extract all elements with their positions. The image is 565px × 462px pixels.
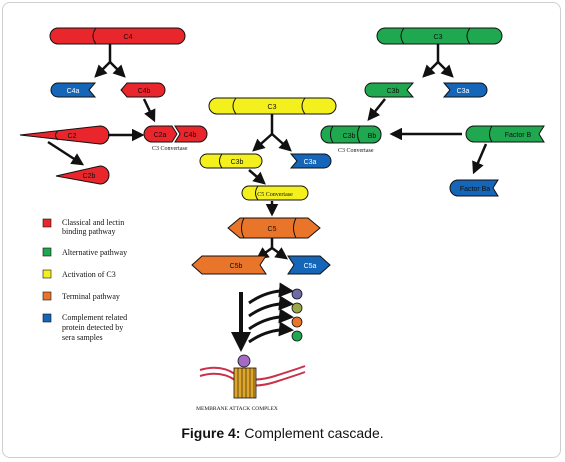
c5-fork-arrow <box>255 238 289 260</box>
c6-molecule <box>291 288 303 300</box>
legend-item-terminal: Terminal pathway <box>42 291 120 301</box>
legend-item-classical: Classical and lectin binding pathway <box>42 218 124 236</box>
legend: Classical and lectin binding pathway Alt… <box>42 218 127 342</box>
legend-label-alternative: Alternative pathway <box>62 248 127 257</box>
c5b-node: C5b <box>191 255 267 275</box>
factor-b-to-ba-arrow <box>472 143 488 175</box>
legend-label-related: Complement related <box>62 313 127 322</box>
c3b-right-label: C3b <box>387 88 400 95</box>
c2-label: C2 <box>68 133 77 140</box>
legend-label-classical: Classical and lectin <box>62 218 124 227</box>
c5-node: C5 <box>227 217 321 239</box>
factor-b-label: Factor B <box>505 132 532 139</box>
c3b-center-label: C3b <box>231 159 244 166</box>
c7-molecule <box>291 302 303 314</box>
c3-center-fork-arrow <box>252 114 292 152</box>
c4a-label: C4a <box>67 88 80 95</box>
c2-to-c2b-arrow <box>47 140 85 166</box>
c4-label: C4 <box>124 34 133 41</box>
c3a-right-label: C3a <box>457 88 470 95</box>
c5a-node: C5a <box>287 255 331 275</box>
c8-molecule <box>291 316 303 328</box>
legend-label-related-3: sera samples <box>62 333 103 342</box>
c3-convertase-left-label: C3 Convertase <box>152 146 188 152</box>
terminal-arcs <box>248 282 294 344</box>
c9-molecule <box>291 330 303 342</box>
c4b-label: C4b <box>138 88 151 95</box>
c3-convertase-right-label: C3 Convertase <box>338 148 374 154</box>
mac-label: MEMBRANE ATTACK COMPLEX <box>196 406 278 412</box>
c3-center-node: C3 <box>208 97 337 115</box>
c3-top-node: C3 <box>376 27 503 45</box>
c2b-node: C2b <box>55 165 110 185</box>
c3-convertase-alternative: C3b Bb C3 Convertase <box>320 125 382 154</box>
c4b-to-convertase-arrow <box>142 98 156 123</box>
c2a-label: C2a <box>154 132 167 139</box>
c5-label: C5 <box>268 226 277 233</box>
bb-label: Bb <box>368 133 377 140</box>
c5-convertase-label: C5 Convertase <box>257 192 293 198</box>
c3a-center-label: C3a <box>304 159 317 166</box>
figure-number: Figure 4: <box>181 425 241 441</box>
c3b-center-node: C3b <box>199 153 263 169</box>
legend-item-related: Complement related protein detected by s… <box>42 313 127 342</box>
c2-node: C2 <box>19 125 110 145</box>
factor-ba-label: Factor Ba <box>460 186 490 193</box>
c3-center-label: C3 <box>268 104 277 111</box>
figure-caption-text: Complement cascade. <box>240 425 384 441</box>
c3a-right-node: C3a <box>442 82 488 98</box>
c3-convertase-classical: C2a C4b C3 Convertase <box>143 125 208 152</box>
c3a-center-node: C3a <box>289 153 332 169</box>
c3b-alt-label: C3b <box>343 133 356 140</box>
c4b-node: C4b <box>120 82 166 98</box>
c5-convertase: C5 Convertase <box>241 185 309 201</box>
legend-label-related-2: protein detected by <box>62 323 123 332</box>
legend-label-classical-2: binding pathway <box>62 227 116 236</box>
c4-node: C4 <box>49 27 186 45</box>
c4a-node: C4a <box>50 82 97 98</box>
c3-top-fork-arrow <box>422 44 454 78</box>
membrane-attack-complex <box>233 354 257 399</box>
figure-caption: Figure 4: Complement cascade. <box>0 425 565 441</box>
c5b-label: C5b <box>230 263 243 270</box>
c3b-right-node: C3b <box>364 82 415 98</box>
legend-item-activation: Activation of C3 <box>42 269 116 279</box>
c2b-label: C2b <box>83 173 96 180</box>
factor-b-node: Factor B <box>465 125 545 143</box>
factor-ba-node: Factor Ba <box>449 179 499 197</box>
c3-top-label: C3 <box>434 34 443 41</box>
legend-item-alternative: Alternative pathway <box>42 247 127 257</box>
c3b-to-c5-convertase-arrow <box>248 169 266 185</box>
legend-label-activation: Activation of C3 <box>62 270 116 279</box>
c4-fork-arrow <box>94 44 126 78</box>
c4b-convertase-label: C4b <box>184 132 197 139</box>
legend-label-terminal: Terminal pathway <box>62 292 120 301</box>
c5a-label: C5a <box>304 263 317 270</box>
c3b-to-alt-convertase-arrow <box>367 98 386 121</box>
